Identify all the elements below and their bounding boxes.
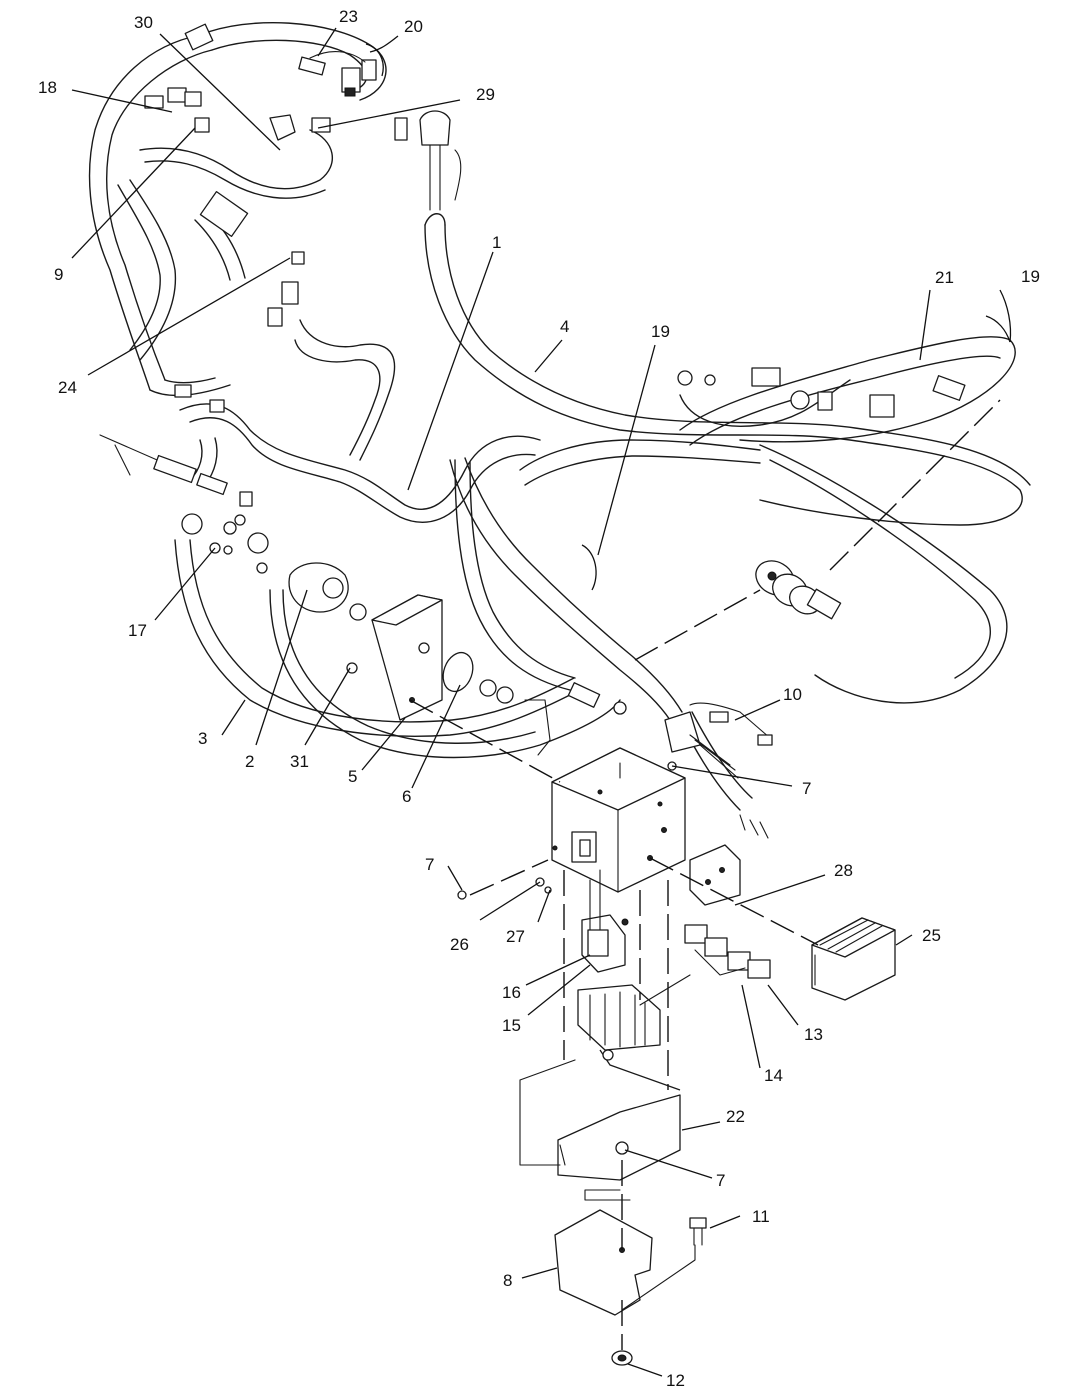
bracket-22 [557,1049,681,1181]
harness-branch-19-right [679,336,1016,704]
callout-25: 25 [922,926,941,945]
nut-12 [611,1350,633,1366]
callout-9: 9 [54,265,63,284]
callout-23: 23 [339,7,358,26]
callout-14: 14 [764,1066,783,1085]
leader-lines [71,27,1012,1377]
callout-12: 12 [666,1371,685,1390]
bracket-28 [689,844,741,906]
callout-11: 11 [752,1207,770,1226]
main-enclosure-box [551,747,686,893]
connector-10 [664,702,773,839]
harness-branch-24 [194,214,396,461]
callout-18: 18 [38,78,57,97]
callout-2: 2 [245,752,254,771]
harness-branch-9 [117,129,333,361]
callout-1: 1 [492,233,501,252]
callout-20: 20 [404,17,423,36]
bolt-11 [689,1217,707,1246]
harness-branch-4 [424,213,1031,526]
callout-24: 24 [58,378,77,397]
alignment-lines [409,399,1001,1350]
callout-17: 17 [128,621,147,640]
callout-22: 22 [726,1107,745,1126]
callout-labels: 30 23 20 18 29 9 1 21 19 4 19 24 17 10 3… [38,7,1040,1390]
callout-8: 8 [503,1271,512,1290]
callout-31: 31 [290,752,309,771]
callout-30: 30 [134,13,153,32]
callout-6: 6 [402,787,411,806]
callout-28: 28 [834,861,853,880]
relay-15-16 [457,877,629,973]
callout-13: 13 [804,1025,823,1044]
round-connector [755,560,842,620]
fuse-block-15 [577,984,661,1051]
callout-4: 4 [560,317,569,336]
callout-5: 5 [348,767,357,786]
bracket-8 [554,1209,653,1316]
callout-15: 15 [502,1016,521,1035]
callout-10: 10 [783,685,802,704]
callout-7-bottom: 7 [716,1171,725,1190]
callout-27: 27 [506,927,525,946]
callout-16: 16 [502,983,521,1002]
right-connectors [677,367,966,418]
callout-19-center: 19 [651,322,670,341]
callout-7-box: 7 [802,779,811,798]
callout-3: 3 [198,729,207,748]
callout-21: 21 [935,268,954,287]
top-connectors [144,23,462,413]
module-25 [811,917,896,1001]
relays-13-14 [684,924,771,979]
callout-19-right: 19 [1021,267,1040,286]
callout-29: 29 [476,85,495,104]
callout-7-left: 7 [425,855,434,874]
callout-26: 26 [450,935,469,954]
left-switch-assembly [99,434,367,621]
bracket-5 [346,594,627,756]
